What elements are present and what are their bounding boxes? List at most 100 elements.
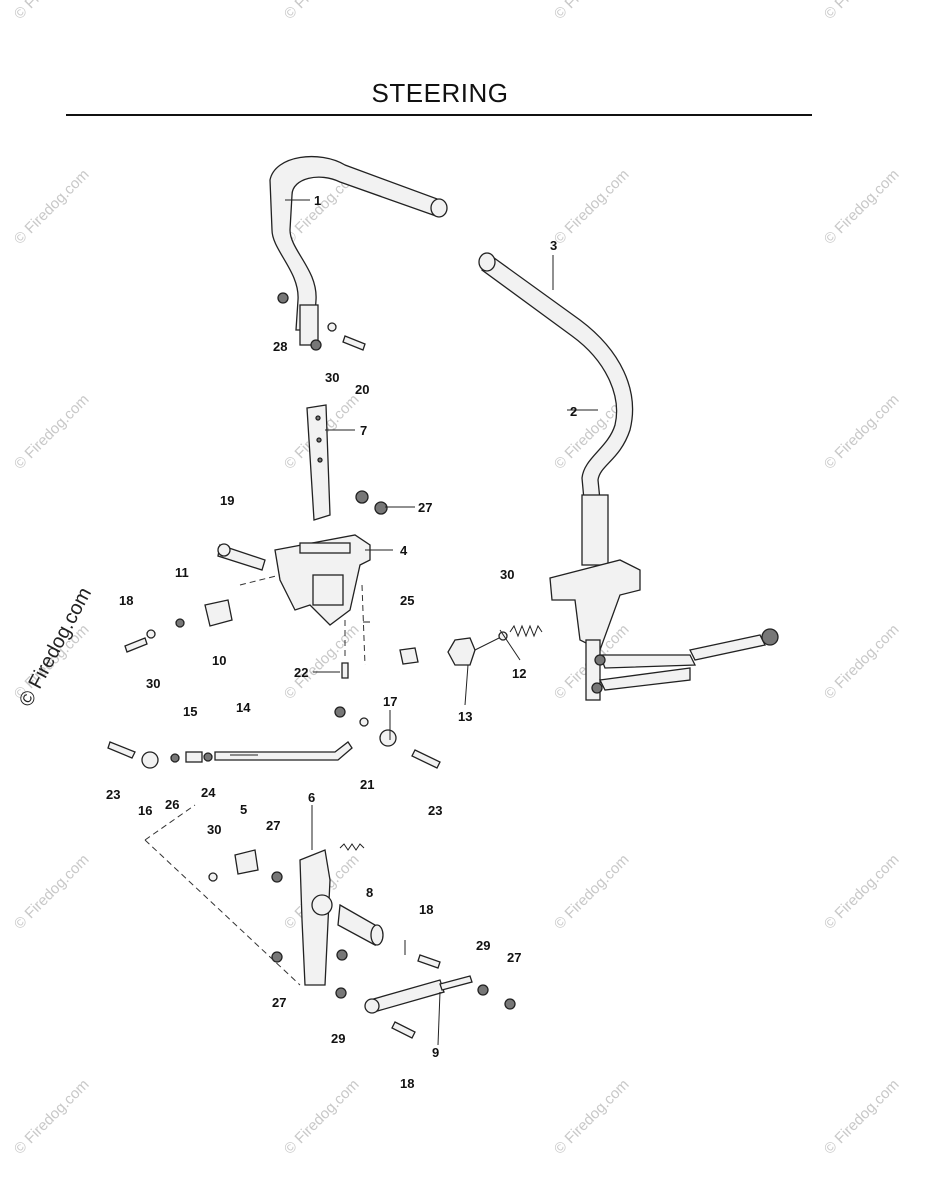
- callout-29-right: 29: [476, 938, 490, 953]
- callout-27-right: 27: [507, 950, 521, 965]
- bolt-23-left: [107, 741, 136, 759]
- watermark-text-16: © Firedog.com: [11, 1076, 93, 1158]
- spacer-15: [185, 751, 203, 763]
- bushing-5: [234, 849, 259, 875]
- control-lever-7: [306, 404, 331, 521]
- nut-11: [175, 618, 185, 628]
- bolt-18-damper: [417, 954, 441, 969]
- callout-18-left: 18: [119, 593, 133, 608]
- title-divider: [66, 114, 812, 116]
- watermark-text-3: © Firedog.com: [821, 166, 903, 248]
- callout-28: 28: [273, 339, 287, 354]
- callout-30-right: 30: [500, 567, 514, 582]
- watermark-text-12: © Firedog.com: [11, 851, 93, 933]
- callout-21: 21: [360, 777, 374, 792]
- watermark-text-19: © Firedog.com: [821, 1076, 903, 1158]
- damper-9: [364, 975, 473, 1014]
- steering-handle-right: [478, 252, 634, 566]
- spacer-8: [337, 903, 376, 947]
- watermark-text-15: © Firedog.com: [821, 851, 903, 933]
- steering-handle-left: [269, 155, 448, 351]
- spacer-block-10: [204, 599, 233, 627]
- callout-30-left: 30: [146, 676, 160, 691]
- steering-bracket-right: [549, 559, 779, 701]
- watermark-text-14: © Firedog.com: [551, 851, 633, 933]
- watermark-text-4: © Firedog.com: [11, 391, 93, 473]
- nut-28: [277, 292, 289, 304]
- callout-9: 9: [432, 1045, 439, 1060]
- mounting-bracket-4: [274, 534, 371, 626]
- watermark-text-7: © Firedog.com: [821, 391, 903, 473]
- callout-12: 12: [512, 666, 526, 681]
- watermark-text-2: © Firedog.com: [551, 166, 633, 248]
- callout-20: 20: [355, 382, 369, 397]
- nut-27-arm: [271, 871, 283, 883]
- callout-11: 11: [175, 565, 189, 580]
- callout-18-damper: 18: [419, 902, 433, 917]
- watermark-text-21: © Firedog.com: [281, 0, 363, 23]
- adjustment-knob-13: [447, 637, 476, 666]
- bolt-22: [341, 662, 349, 679]
- page-title: STEERING: [371, 78, 509, 108]
- callout-29-lower: 29: [331, 1031, 345, 1046]
- bolt-23-right: [411, 749, 441, 769]
- bolt-21: [339, 843, 365, 851]
- watermark-text-17: © Firedog.com: [281, 1076, 363, 1158]
- callout-26: 26: [165, 797, 179, 812]
- callout-17: 17: [383, 694, 397, 709]
- watermark-text-22: © Firedog.com: [551, 0, 633, 23]
- callout-10: 10: [212, 653, 226, 668]
- washer-30-lower: [208, 872, 218, 882]
- callout-24: 24: [201, 785, 216, 800]
- callout-27-upper: 27: [418, 500, 432, 515]
- nut-29-lower: [335, 987, 347, 999]
- bolt-20: [342, 335, 366, 351]
- callout-6: 6: [308, 790, 315, 805]
- callout-18-lower: 18: [400, 1076, 414, 1091]
- callout-27-lower: 27: [272, 995, 286, 1010]
- callout-8: 8: [366, 885, 373, 900]
- callout-1: 1: [314, 193, 321, 208]
- bolt-18-left: [124, 637, 148, 653]
- callout-3: 3: [550, 238, 557, 253]
- callout-leaders: [230, 199, 598, 1046]
- ball-joint-17: [379, 729, 397, 747]
- callout-30-top: 30: [325, 370, 339, 385]
- callout-14: 14: [236, 700, 251, 715]
- tie-rod-14: [214, 741, 353, 761]
- callout-15: 15: [183, 704, 197, 719]
- callout-labels: 1 2 3 4 5 6 7 8 9 10 11 12 13 14 15 16 1…: [106, 193, 577, 1091]
- watermark-text-18: © Firedog.com: [551, 1076, 633, 1158]
- callout-7: 7: [360, 423, 367, 438]
- bushing-25: [399, 647, 419, 665]
- callout-16: 16: [138, 803, 152, 818]
- callout-25: 25: [400, 593, 414, 608]
- callout-19: 19: [220, 493, 234, 508]
- bolt-18-lower: [391, 1021, 416, 1039]
- callout-5: 5: [240, 802, 247, 817]
- watermark-text-9: © Firedog.com: [281, 621, 363, 703]
- nut-27-bracket: [355, 490, 369, 504]
- callout-4: 4: [400, 543, 408, 558]
- nut-24: [203, 752, 213, 762]
- callout-2: 2: [570, 404, 577, 419]
- callout-23-left: 23: [106, 787, 120, 802]
- spring-12: [509, 624, 543, 638]
- watermark-text-0: © Firedog.com: [11, 166, 93, 248]
- nut-26: [170, 753, 180, 763]
- washer-30-top: [327, 322, 337, 332]
- nut-27-right: [504, 998, 516, 1010]
- nut-27-lower: [271, 951, 283, 963]
- watermark-text-11: © Firedog.com: [821, 621, 903, 703]
- callout-13: 13: [458, 709, 472, 724]
- watermark-text-23: © Firedog.com: [821, 0, 903, 23]
- watermark-text-20: © Firedog.com: [11, 0, 93, 23]
- nut-27-upper: [374, 501, 388, 515]
- callout-27-arm: 27: [266, 818, 280, 833]
- nut-29-right: [477, 984, 489, 996]
- ball-joint-16: [141, 751, 159, 769]
- callout-30-lower: 30: [207, 822, 221, 837]
- side-watermark: © Firedog.com: [15, 584, 96, 710]
